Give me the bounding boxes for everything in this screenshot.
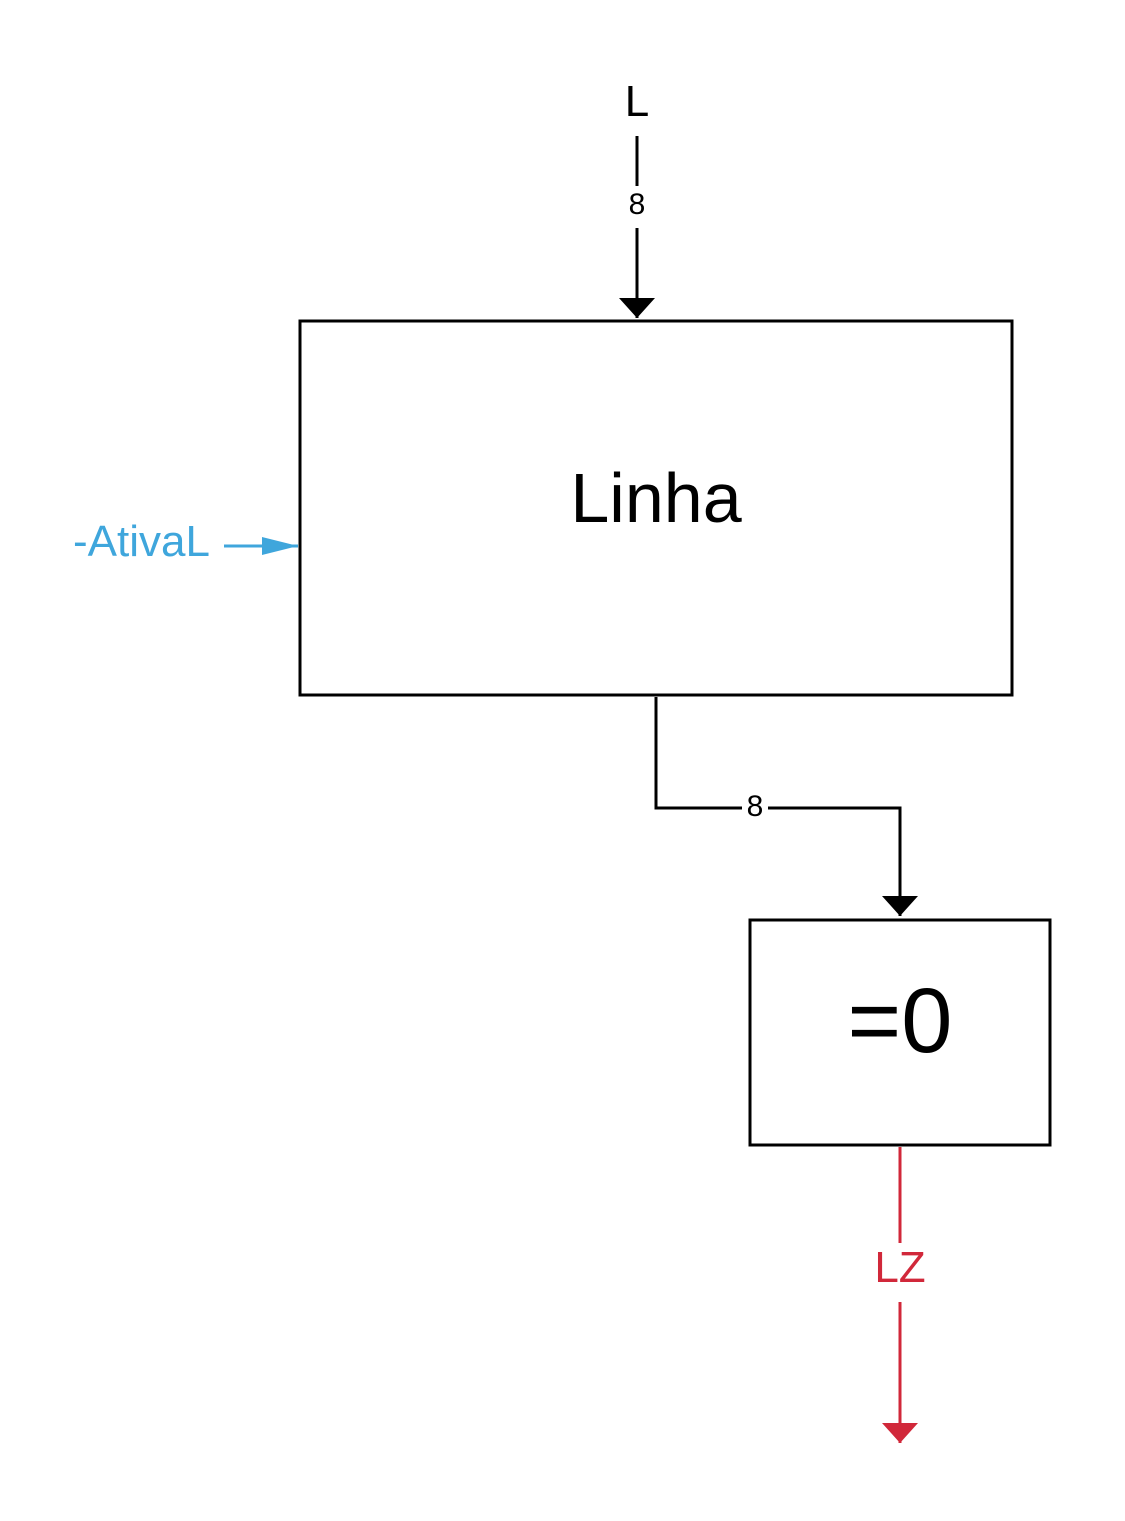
input-l-width-label: 8 bbox=[629, 188, 646, 221]
linha-register-block bbox=[298, 319, 1014, 697]
enable-atival-label: -AtivaL bbox=[73, 517, 210, 566]
bus-linha-to-zero bbox=[654, 697, 918, 916]
zero-detector-label: =0 bbox=[848, 970, 953, 1072]
zero-detector-block bbox=[748, 918, 1052, 1147]
output-lz-label: LZ bbox=[874, 1243, 925, 1292]
bus-width-label-bg bbox=[742, 790, 768, 822]
linha-register-label: Linha bbox=[570, 459, 741, 537]
input-l-label: L bbox=[625, 77, 649, 126]
bus-width-label: 8 bbox=[747, 790, 764, 823]
